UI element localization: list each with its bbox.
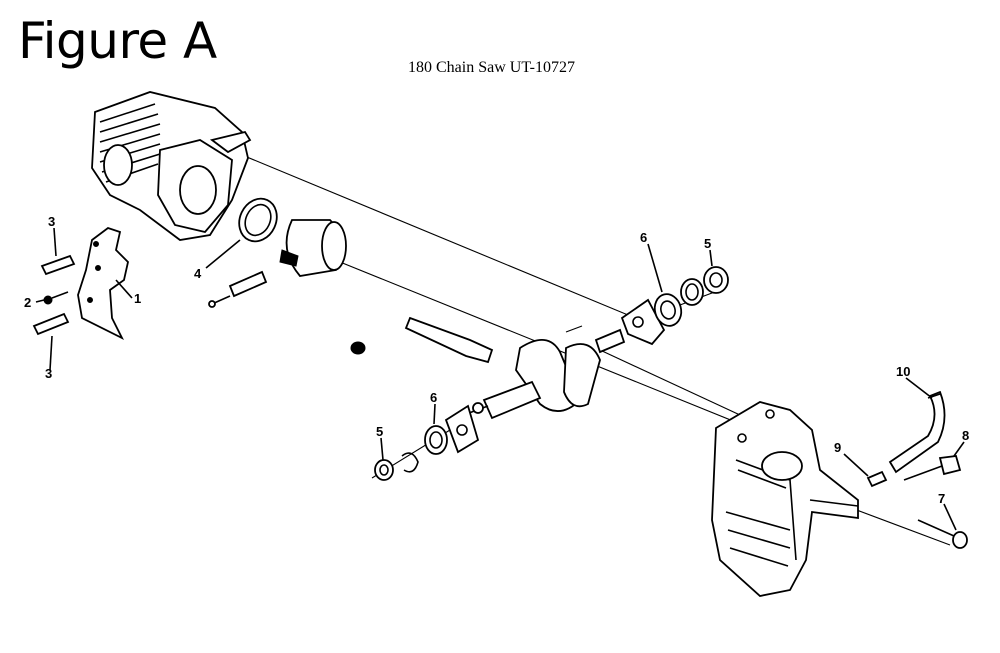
pin-lower-part: [32, 312, 70, 336]
callout-numbers: 1 2 3 3 4 5 5 6 6 7 8 9 10: [24, 214, 969, 506]
right-ring-part: [680, 278, 704, 306]
crankshaft-part: [404, 316, 626, 421]
bolt-part: [903, 455, 962, 481]
cylinder-part: [91, 91, 252, 241]
long-bolt-part: [917, 519, 968, 549]
pin-upper-part: [40, 254, 76, 276]
left-snap-ring-part: [374, 459, 394, 481]
bushing-part: [350, 341, 366, 355]
callout-9: 9: [834, 440, 841, 455]
callout-6-right: 6: [640, 230, 647, 245]
callout-5-left: 5: [376, 424, 383, 439]
wrist-pin-part: [208, 270, 268, 308]
piston-ring-part: [238, 197, 278, 243]
callout-10: 10: [896, 364, 910, 379]
right-seal-part: [620, 298, 666, 346]
screw-part: [43, 291, 69, 305]
left-ring-part: [401, 452, 419, 473]
crankcase-part: [711, 401, 859, 597]
callout-8: 8: [962, 428, 969, 443]
small-screw-part: [866, 470, 888, 488]
leader-lines: [35, 227, 965, 531]
figure-label: Figure A: [18, 12, 217, 70]
callout-4: 4: [194, 266, 202, 281]
callout-1: 1: [134, 291, 141, 306]
diagram-title: 180 Chain Saw UT-10727: [408, 59, 575, 76]
callout-3-lower: 3: [45, 366, 52, 381]
baffle-plate-part: [77, 226, 129, 341]
callout-7: 7: [938, 491, 945, 506]
callout-5-right: 5: [704, 236, 711, 251]
callout-6-left: 6: [430, 390, 437, 405]
oil-line-part: [888, 390, 946, 474]
left-seal-part: [444, 404, 480, 454]
right-snap-ring-part: [703, 266, 729, 294]
left-bearing-part: [424, 425, 448, 455]
callout-2: 2: [24, 295, 31, 310]
piston-part: [279, 219, 347, 277]
right-bearing-part: [653, 293, 683, 327]
callout-3-upper: 3: [48, 214, 55, 229]
